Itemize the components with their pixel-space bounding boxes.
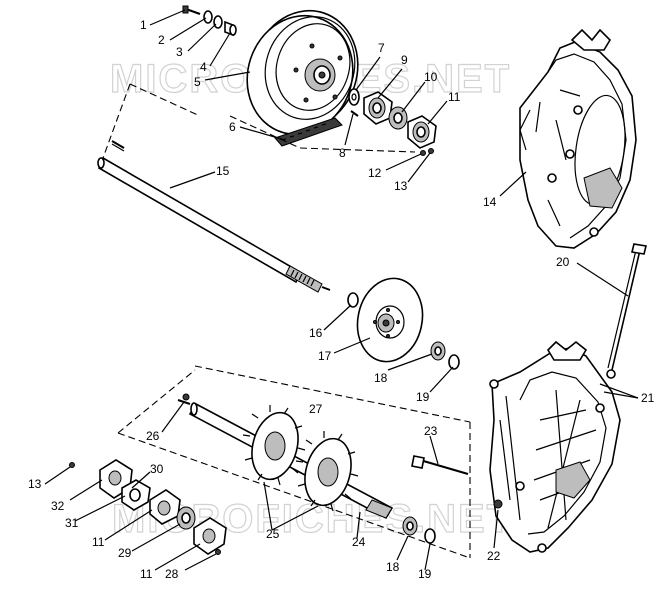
callout-30: 30 [150,462,164,476]
upper-chaincase-housing [519,28,637,249]
callout-20: 20 [556,255,570,269]
callout-21: 21 [641,391,655,405]
callout-26: 26 [146,429,160,443]
callout-11-top: 11 [448,90,461,104]
callout-14: 14 [483,195,497,209]
leader-lines [44,9,639,571]
callout-28: 28 [165,567,179,581]
top-alignment-lines [102,83,416,159]
callout-18-mid: 18 [374,371,388,385]
callout-9: 9 [401,53,408,67]
callout-7: 7 [378,41,385,55]
jackshaft-assembly [69,393,503,555]
brake-disc-assembly [347,277,460,370]
callout-4: 4 [200,60,207,74]
callout-labels: 1 2 3 4 5 6 7 8 9 10 11 12 13 14 15 16 1… [28,18,655,581]
top-sprocket-assembly [182,5,437,156]
callout-32: 32 [51,499,65,513]
callout-13-top: 13 [394,179,408,193]
callout-15: 15 [216,164,230,178]
callout-8: 8 [339,146,346,160]
callout-22: 22 [487,549,501,563]
lower-chaincase-cover [489,340,621,553]
dipstick [606,243,647,379]
callout-3: 3 [176,45,183,59]
callout-23: 23 [424,424,438,438]
callout-25: 25 [266,527,280,541]
callout-31: 31 [65,516,79,530]
callout-16: 16 [309,326,323,340]
callout-18-bottom: 18 [386,560,400,574]
callout-27: 27 [309,402,323,416]
callout-29: 29 [118,546,132,560]
callout-24: 24 [352,535,366,549]
bottom-alignment-lines [117,365,471,559]
callout-11-bottom: 11 [140,567,153,581]
drive-shaft-assembly [97,140,331,293]
callout-11-lower: 11 [92,535,105,549]
callout-6: 6 [229,120,236,134]
callout-10: 10 [424,70,438,84]
callout-19-mid: 19 [416,390,430,404]
callout-13-bottom: 13 [28,477,42,491]
callout-17: 17 [318,349,332,363]
callout-2: 2 [158,33,165,47]
callout-12: 12 [368,166,382,180]
callout-5: 5 [194,75,201,89]
callout-1: 1 [140,18,147,32]
callout-19-bottom: 19 [418,567,432,581]
